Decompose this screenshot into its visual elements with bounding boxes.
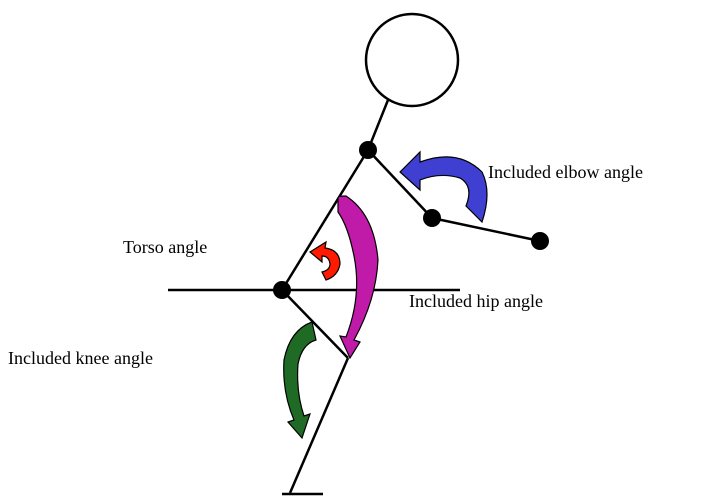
hip-angle-arrow — [338, 196, 378, 358]
wrist-joint — [531, 232, 549, 250]
torso-angle-label: Torso angle — [123, 237, 207, 257]
knee-angle-label: Included knee angle — [8, 348, 153, 368]
torso-angle-arrow — [310, 242, 340, 280]
shoulder-joint — [359, 141, 377, 159]
elbow-angle-arrow — [400, 152, 487, 222]
knee-angle-arrow — [284, 322, 316, 438]
head — [366, 14, 458, 106]
upper-arm-line — [368, 150, 432, 218]
hip-angle-label: Included hip angle — [409, 291, 543, 311]
hip-joint — [273, 281, 291, 299]
elbow-angle-label: Included elbow angle — [488, 162, 643, 182]
forearm-line — [432, 218, 540, 241]
elbow-joint — [423, 209, 441, 227]
